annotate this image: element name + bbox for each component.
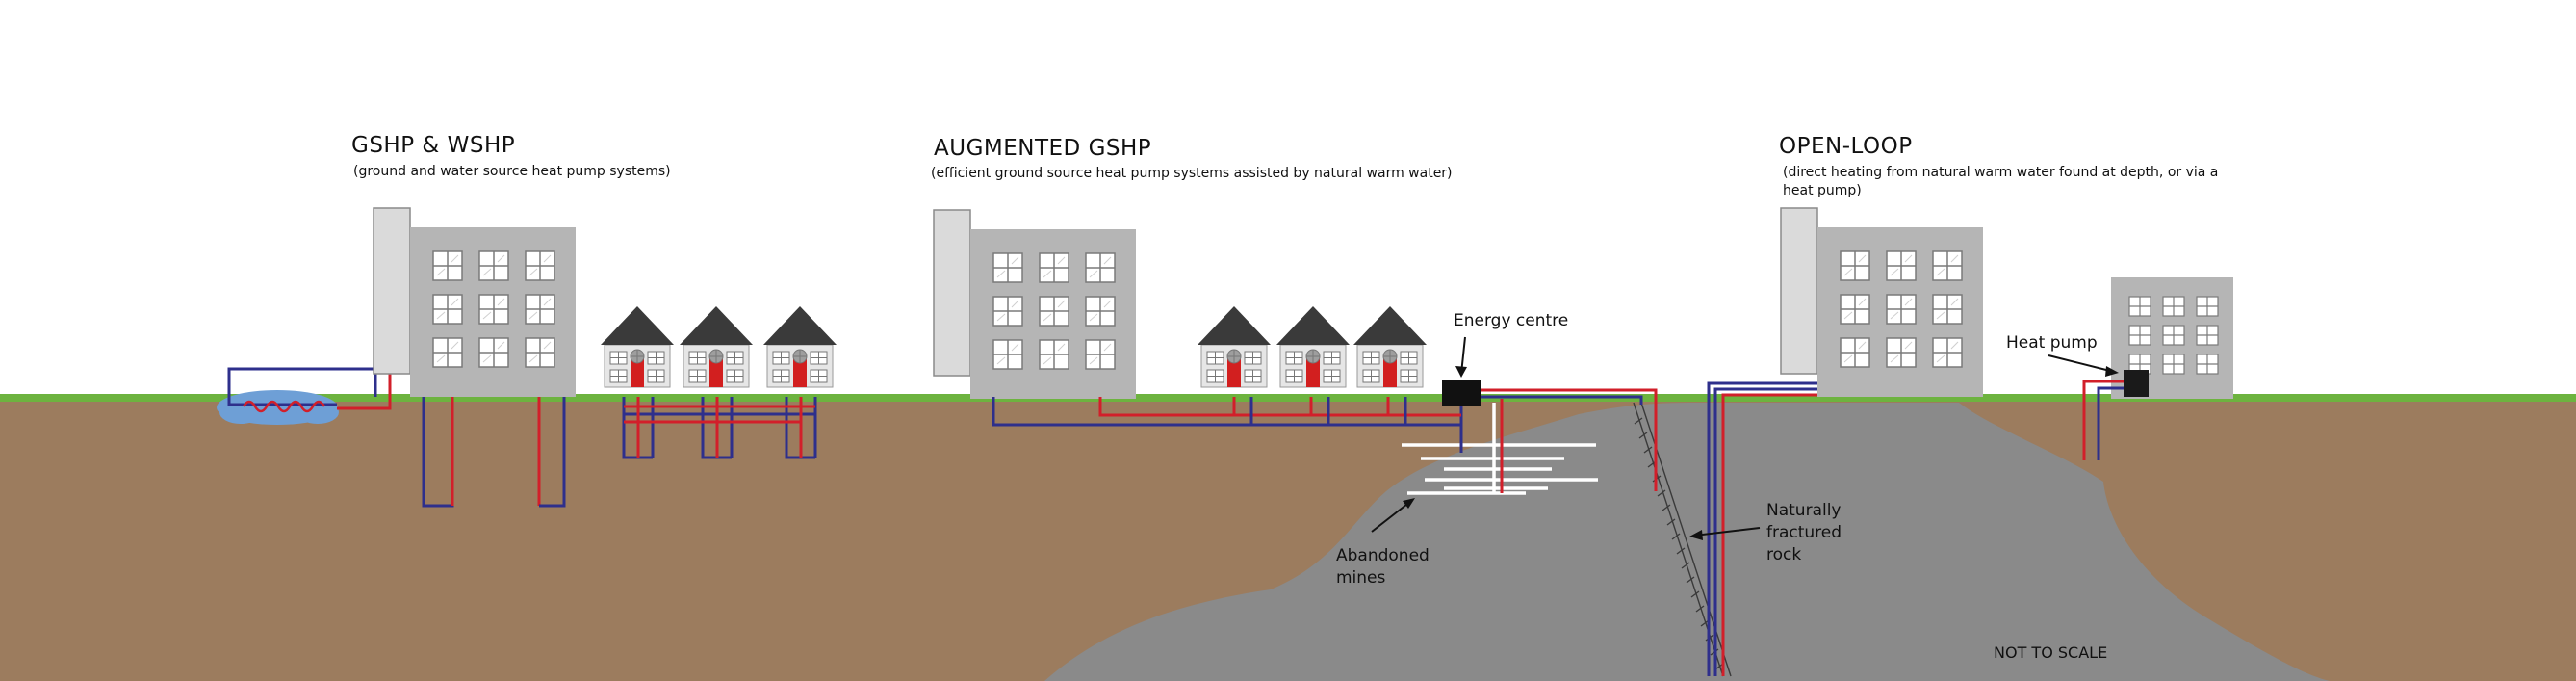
house [762, 305, 837, 388]
borehole-2-cold-pipe [539, 397, 566, 508]
house [1352, 305, 1428, 388]
house [679, 305, 754, 388]
house [600, 305, 675, 388]
mine-workings [1402, 403, 1598, 495]
heat-pump-cold-pipe [2097, 386, 2124, 460]
open-loop-section [1689, 208, 2233, 676]
fractured-rock-line2: fractured [1766, 523, 1842, 542]
open-loop-borehole-pipes [1707, 381, 1817, 676]
fractured-rock-arrow [1693, 527, 1761, 537]
gshp-title: GSHP & WSHP [351, 133, 516, 158]
abandoned-mines-line2: mines [1336, 568, 1386, 588]
gshp-section [217, 208, 837, 508]
water-heat-coil [242, 400, 326, 413]
not-to-scale-note: NOT TO SCALE [1994, 643, 2108, 662]
open-loop-subtitle-line2: heat pump) [1783, 183, 1862, 198]
heat-pump-unit [2124, 370, 2149, 397]
heat-pump-arrow [2048, 354, 2115, 373]
open-loop-subtitle-line1: (direct heating from natural warm water … [1783, 165, 2219, 180]
heat-pump-label: Heat pump [2006, 333, 2098, 353]
energy-centre-unit [1442, 380, 1481, 406]
mines-arrow [1371, 500, 1412, 533]
houses-loop-pipes [622, 397, 817, 459]
fractured-rock-line3: rock [1766, 545, 1802, 564]
energy-centre-label: Energy centre [1454, 311, 1569, 330]
apartment-block [1781, 208, 1983, 397]
water-loop-hot-pipe [337, 370, 392, 410]
house [1275, 305, 1351, 388]
gshp-subtitle: (ground and water source heat pump syste… [353, 164, 671, 179]
district-pipes [992, 388, 1658, 493]
abandoned-mines-label: Abandoned mines [1336, 545, 1430, 589]
abandoned-mines-line1: Abandoned [1336, 546, 1430, 565]
fractured-rock-line1: Naturally [1766, 501, 1842, 520]
open-loop-title: OPEN-LOOP [1779, 134, 1913, 159]
grass-layer [0, 394, 2576, 402]
apartment-block [374, 208, 576, 397]
augmented-subtitle: (efficient ground source heat pump syste… [931, 166, 1453, 181]
water-loop-cold-pipe [227, 367, 377, 406]
house [1197, 305, 1272, 388]
apartment-block [934, 210, 1136, 399]
heat-pump-hot-pipe [2082, 380, 2124, 460]
fractured-rock-label: Naturally fractured rock [1766, 500, 1842, 566]
augmented-title: AUGMENTED GSHP [934, 136, 1152, 161]
augmented-section [934, 210, 1658, 533]
